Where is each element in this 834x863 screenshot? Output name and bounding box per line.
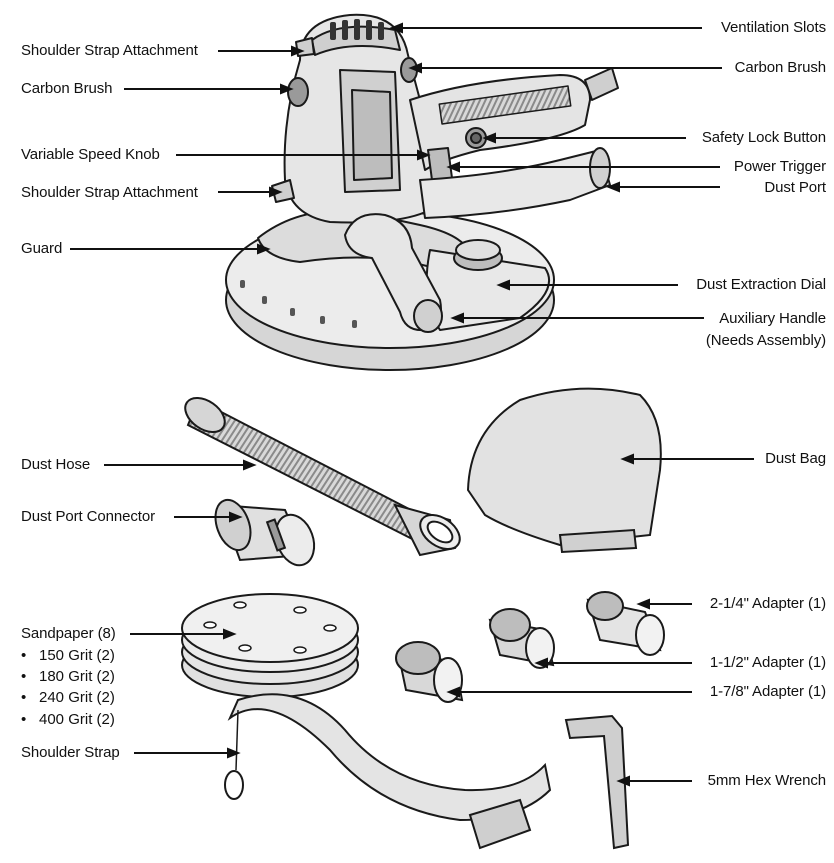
label-ventilation-slots: Ventilation Slots [720,19,826,36]
label-variable-speed-knob: Variable Speed Knob [21,146,160,163]
label-sandpaper: Sandpaper (8) [21,625,116,642]
ventilation-slots-art [330,19,384,40]
label-safety-lock-button: Safety Lock Button [701,129,826,146]
drywall-sander [225,13,619,371]
label-carbon-brush-right: Carbon Brush [734,59,826,76]
dust-port-connector-art [214,498,316,567]
label-shoulder-strap-attachment-bottom: Shoulder Strap Attachment [21,184,198,201]
label-auxiliary-handle: Auxiliary Handle [719,310,826,327]
label-power-trigger: Power Trigger [733,158,826,175]
grit-list-item: • 150 Grit (2) [21,647,115,665]
bullet-glyph: • [21,668,27,685]
hex-wrench-art [564,714,630,850]
label-dust-hose: Dust Hose [21,456,91,473]
grit-list-item: • 180 Grit (2) [21,668,115,686]
grit-text: 240 Grit (2) [39,689,115,706]
label-adapter-1-1-2: 1-1/2" Adapter (1) [709,654,826,671]
sandpaper-stack-art [181,593,359,698]
grit-text: 180 Grit (2) [39,668,115,685]
leader-lines [70,22,754,787]
label-hex-wrench: 5mm Hex Wrench [707,772,826,789]
dust-hose-art [184,396,461,557]
label-shoulder-strap: Shoulder Strap [21,744,120,761]
adapter-2-1-4-art [586,591,665,656]
label-dust-port: Dust Port [764,179,826,196]
label-dust-port-connector: Dust Port Connector [21,508,155,525]
grit-text: 400 Grit (2) [39,711,115,728]
grit-text: 150 Grit (2) [39,647,115,664]
adapter-1-7-8-art [395,641,464,703]
grit-list-item: • 240 Grit (2) [21,689,115,707]
label-carbon-brush-left: Carbon Brush [21,80,113,97]
label-adapter-1-7-8: 1-7/8" Adapter (1) [709,683,826,700]
label-auxiliary-handle-note: (Needs Assembly) [705,332,826,349]
label-guard: Guard [21,240,63,257]
dust-bag-art [466,387,662,554]
label-shoulder-strap-attachment-top: Shoulder Strap Attachment [21,42,198,59]
label-dust-extraction-dial: Dust Extraction Dial [696,276,826,293]
grit-list-item: • 400 Grit (2) [21,711,115,729]
label-adapter-2-1-4: 2-1/4" Adapter (1) [709,595,826,612]
bullet-glyph: • [21,647,27,664]
label-dust-bag: Dust Bag [765,450,826,467]
shoulder-strap-art [224,693,552,850]
bullet-glyph: • [21,711,27,728]
bullet-glyph: • [21,689,27,706]
